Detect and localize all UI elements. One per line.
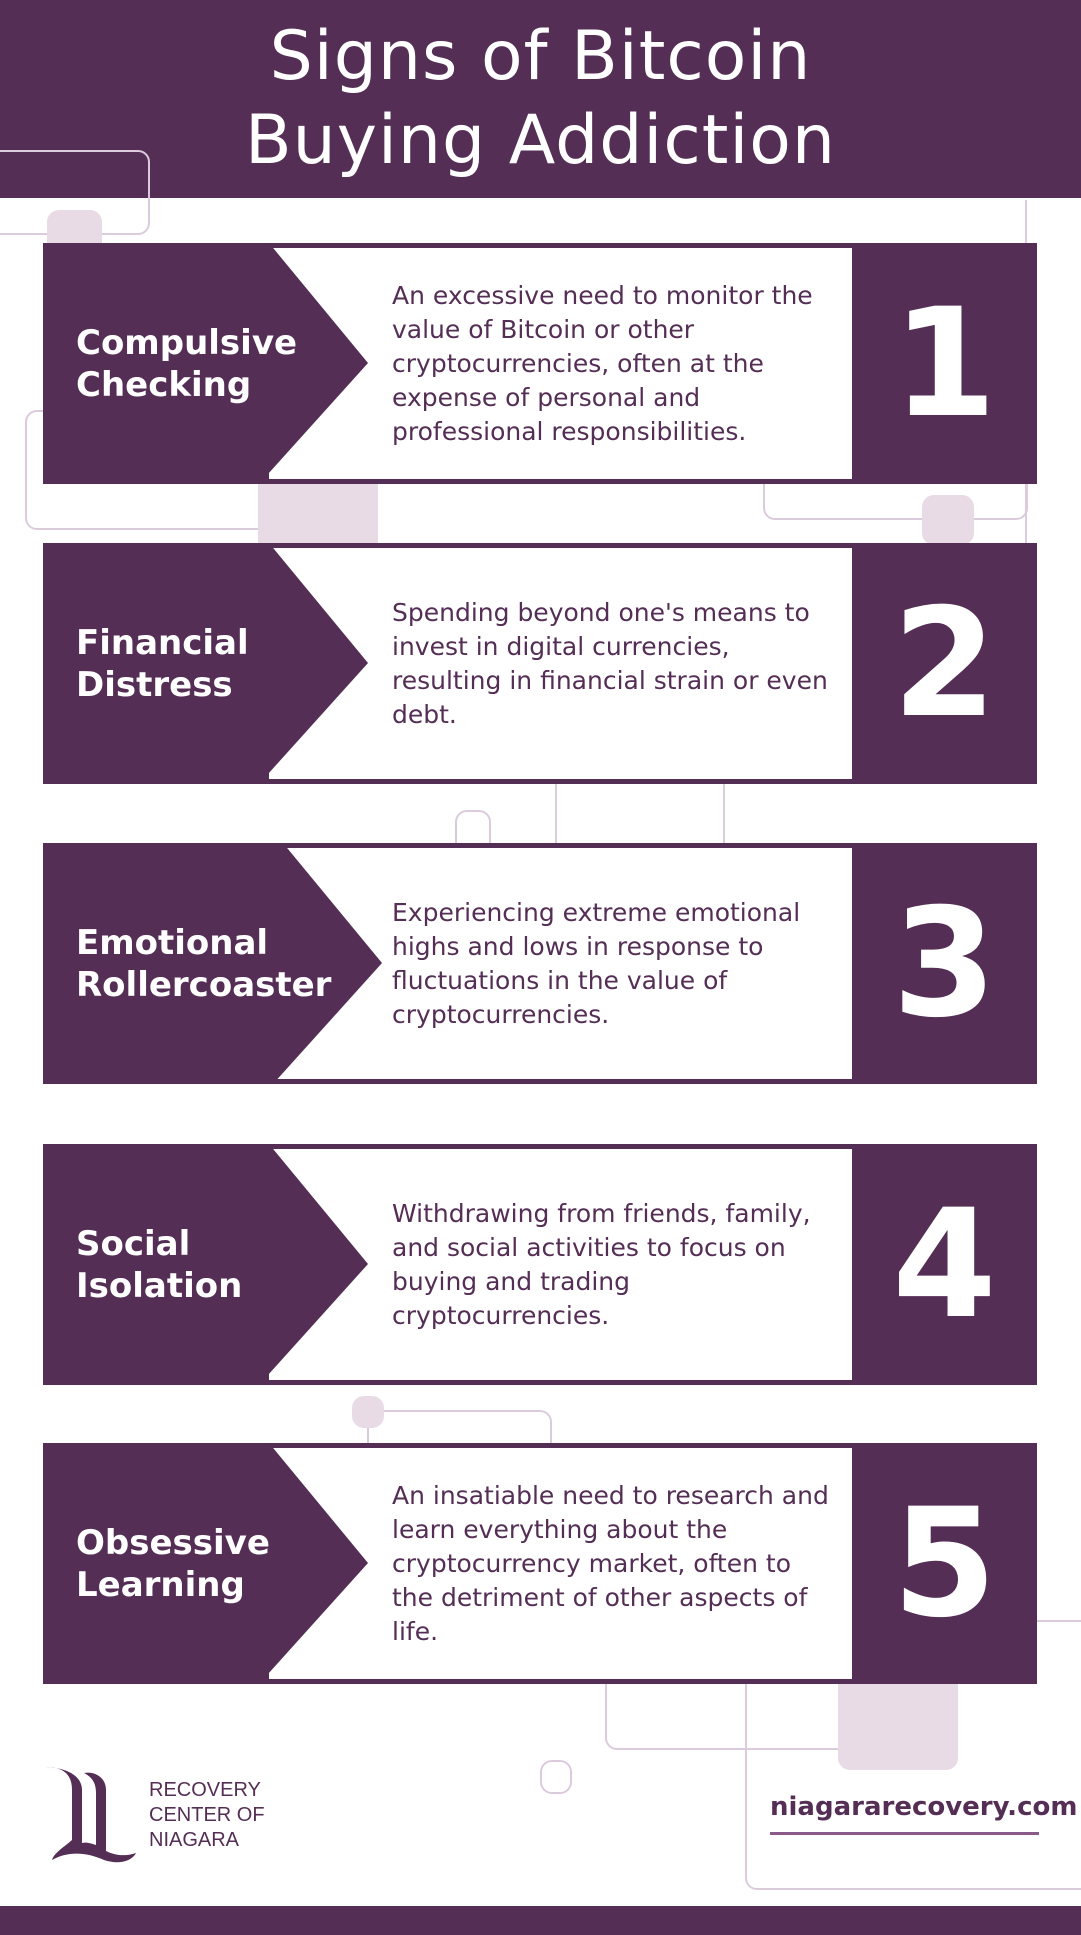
sign-title-line: Checking <box>76 364 252 405</box>
sign-description: Withdrawing from friends, family, and so… <box>392 1198 811 1330</box>
sign-number: 5 <box>892 1476 997 1651</box>
sign-number: 4 <box>892 1177 997 1352</box>
sign-number: 3 <box>892 876 997 1051</box>
sign-number: 2 <box>892 576 997 751</box>
logo-text: RECOVERY CENTER OF NIAGARA <box>149 1778 265 1853</box>
footer-bar <box>0 1906 1081 1935</box>
title-line-2: Buying Addiction <box>245 101 836 180</box>
logo-line: NIAGARA <box>149 1828 240 1851</box>
chevron-arrow-icon <box>43 843 382 1084</box>
sign-title-line: Obsessive <box>76 1522 270 1563</box>
sign-description: An excessive need to monitor the value o… <box>392 280 813 446</box>
decor-square <box>922 495 974 545</box>
recovery-center-logo: RECOVERY CENTER OF NIAGARA <box>44 1765 265 1865</box>
sign-title-line: Isolation <box>76 1265 243 1306</box>
header-banner: Signs of Bitcoin Buying Addiction <box>0 0 1081 198</box>
sign-description: Experiencing extreme emotional highs and… <box>392 897 801 1029</box>
sign-title-line: Learning <box>76 1564 245 1605</box>
sign-title-line: Financial <box>76 622 249 663</box>
sign-description: Spending beyond one's means to invest in… <box>392 597 828 729</box>
decor-frame <box>540 1760 572 1794</box>
decor-square <box>352 1396 384 1428</box>
sign-title-line: Rollercoaster <box>76 964 332 1005</box>
sign-description: An insatiable need to research and learn… <box>392 1480 829 1646</box>
website-link[interactable]: niagararecovery.com <box>770 1792 1077 1835</box>
chevron-arrow-icon <box>43 543 368 784</box>
title-line-1: Signs of Bitcoin <box>269 17 812 96</box>
logo-mark-icon <box>46 1767 136 1863</box>
logo-line: RECOVERY <box>149 1778 261 1801</box>
sign-title-line: Social <box>76 1223 191 1264</box>
chevron-arrow-icon <box>43 243 368 484</box>
sign-title-line: Distress <box>76 664 233 705</box>
chevron-arrow-icon <box>43 1144 368 1385</box>
chevron-arrow-icon <box>43 1443 368 1684</box>
sign-title-line: Emotional <box>76 922 269 963</box>
sign-number: 1 <box>892 276 997 451</box>
logo-line: CENTER OF <box>149 1803 265 1826</box>
sign-title-line: Compulsive <box>76 322 298 363</box>
